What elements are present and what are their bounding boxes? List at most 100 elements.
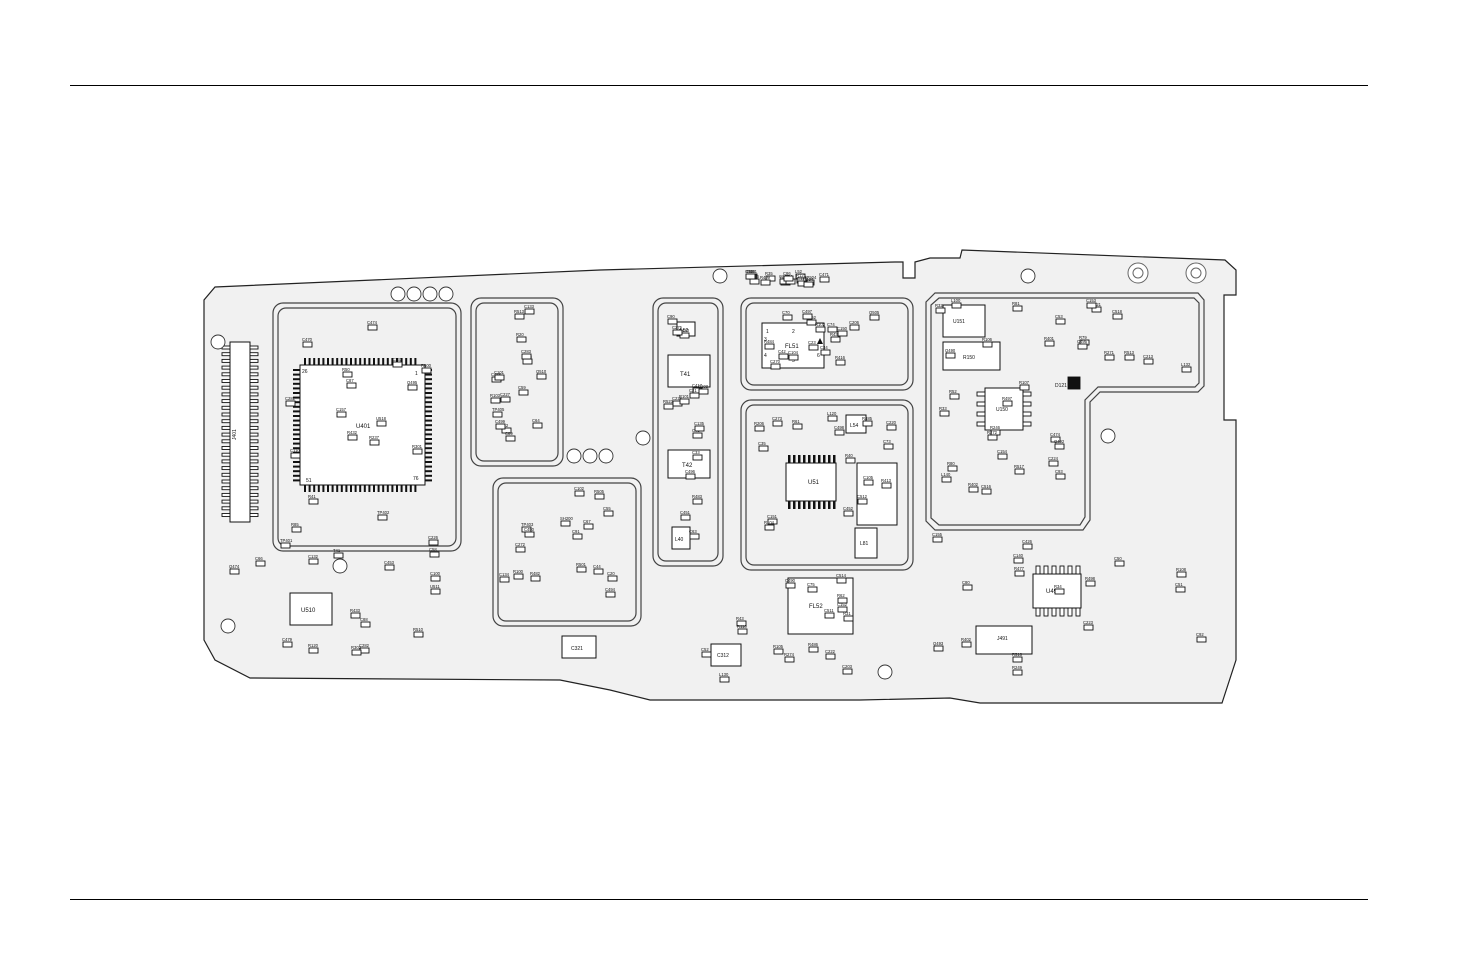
component-label: C100 bbox=[430, 571, 441, 576]
smd-pad bbox=[803, 281, 814, 288]
component-label: C450 bbox=[524, 527, 535, 532]
smd-pad bbox=[737, 628, 748, 635]
smd-pad bbox=[607, 575, 618, 582]
component-label: C499 bbox=[495, 419, 506, 424]
component-label: R272 bbox=[987, 430, 998, 435]
test-point-hole bbox=[582, 448, 598, 464]
ic-pin bbox=[1059, 607, 1065, 617]
smd-pad bbox=[346, 382, 357, 389]
component-label: U518 bbox=[376, 416, 387, 421]
component-label: R483 bbox=[692, 494, 703, 499]
smd-pad bbox=[961, 641, 972, 648]
ic-pin bbox=[391, 358, 394, 365]
fl52-label: FL52 bbox=[809, 604, 823, 610]
component-label: C226 bbox=[428, 535, 439, 540]
smd-pad bbox=[430, 588, 441, 595]
shield-can-filter bbox=[740, 297, 914, 391]
ic-pin bbox=[425, 378, 432, 381]
ic-pin bbox=[368, 485, 371, 492]
ic-pin bbox=[396, 358, 398, 365]
component-label: C52 bbox=[701, 647, 709, 652]
ic-pin bbox=[798, 455, 801, 463]
smd-pad bbox=[413, 631, 424, 638]
smd-pad bbox=[1044, 340, 1055, 347]
component-label: R401 bbox=[1044, 336, 1055, 341]
smd-pad bbox=[522, 358, 533, 365]
connector-pin bbox=[249, 472, 259, 477]
component-label: R510 bbox=[413, 627, 424, 632]
smd-pad bbox=[692, 454, 703, 461]
ic-pin bbox=[976, 401, 986, 407]
ic-pin bbox=[976, 411, 986, 417]
component-label: C140 bbox=[1013, 553, 1024, 558]
smd-pad bbox=[667, 318, 678, 325]
component-label: C63 bbox=[689, 529, 697, 534]
test-point-hole bbox=[220, 618, 236, 634]
ic-pin bbox=[425, 424, 432, 427]
u151-label: U151 bbox=[953, 319, 965, 325]
test-point-hole bbox=[210, 334, 226, 350]
connector-pin bbox=[249, 506, 259, 511]
ic-pin bbox=[386, 485, 389, 492]
ic-pin bbox=[976, 391, 986, 397]
smd-pad bbox=[572, 533, 583, 540]
smd-pad bbox=[532, 422, 543, 429]
u401-pin-1: 1 bbox=[415, 371, 418, 377]
ic-pin bbox=[425, 451, 432, 454]
shield-cans bbox=[272, 292, 1205, 627]
component-label: C115 bbox=[797, 276, 807, 281]
component-label: R85 bbox=[291, 522, 299, 527]
ic-pin bbox=[336, 485, 339, 492]
ic-pin bbox=[1051, 607, 1057, 617]
component-label: R52 bbox=[949, 389, 957, 394]
connector-pin bbox=[249, 385, 259, 390]
smd-pad bbox=[830, 336, 841, 343]
t41-label: T41 bbox=[680, 372, 691, 378]
smd-pad bbox=[843, 615, 854, 622]
component-label: C131 bbox=[392, 357, 403, 362]
smd-pad bbox=[754, 425, 765, 432]
smd-pad bbox=[1143, 358, 1154, 365]
ic-pin bbox=[293, 373, 300, 376]
ic-pin bbox=[1067, 565, 1073, 575]
smd-pad bbox=[758, 445, 769, 452]
ic-pin bbox=[317, 358, 320, 365]
ic-pin bbox=[818, 455, 821, 463]
connector-pin bbox=[249, 419, 259, 424]
ic-pin bbox=[293, 470, 300, 473]
component-label: C494 bbox=[605, 587, 616, 592]
component-label: L52 bbox=[795, 269, 803, 274]
component-label: R271 bbox=[1104, 350, 1115, 355]
ic-pin bbox=[425, 382, 432, 385]
connector-pin bbox=[221, 385, 231, 390]
smd-pad bbox=[229, 568, 240, 575]
smd-pad bbox=[530, 575, 541, 582]
ic-pin bbox=[391, 485, 394, 492]
fl51-pin-1: 1 bbox=[766, 329, 769, 335]
component-label: R302 bbox=[351, 645, 362, 650]
ic-pin bbox=[382, 358, 385, 365]
smd-pad bbox=[951, 302, 962, 309]
test-point-hole bbox=[566, 448, 582, 464]
connector-pin bbox=[249, 432, 259, 437]
smd-pad bbox=[862, 420, 873, 427]
component-label: C516 bbox=[981, 484, 992, 489]
ic-pin bbox=[400, 358, 403, 365]
smd-pad bbox=[369, 439, 380, 446]
component-label: C451 bbox=[680, 510, 691, 515]
component-label: R413 bbox=[881, 478, 892, 483]
ic-pin bbox=[1043, 607, 1049, 617]
smd-pad bbox=[672, 329, 683, 336]
ic-pin bbox=[1043, 565, 1049, 575]
connector-pin bbox=[249, 405, 259, 410]
smd-pad bbox=[881, 482, 892, 489]
shield-can-filter-inner bbox=[745, 302, 909, 386]
smd-pad bbox=[701, 651, 712, 658]
smd-pad bbox=[784, 656, 795, 663]
smd-pad bbox=[501, 427, 512, 434]
ic-pin bbox=[304, 485, 306, 492]
component-label: C104 bbox=[788, 350, 799, 355]
connector-pin bbox=[249, 379, 259, 383]
smd-pad bbox=[521, 353, 532, 360]
